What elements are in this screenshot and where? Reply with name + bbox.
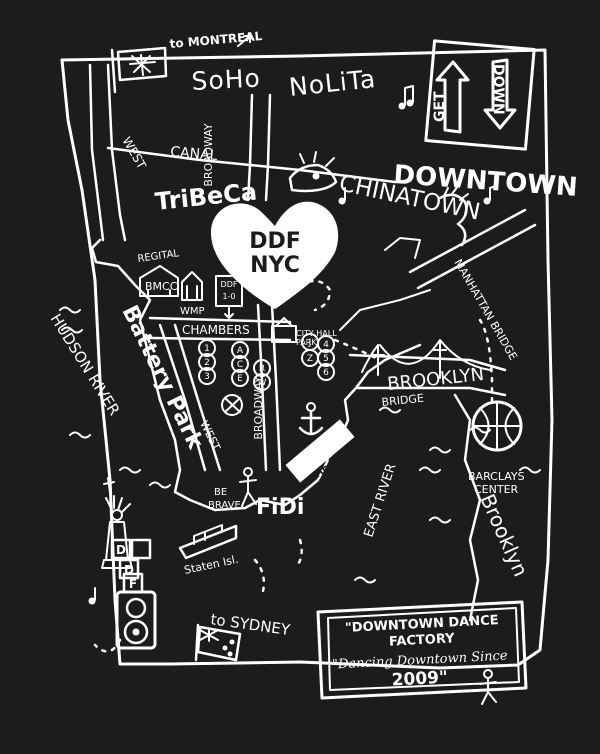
flag-icon: [110, 46, 168, 94]
tree-icon: [221, 394, 243, 416]
seaport-sign: [285, 419, 355, 483]
arrow-icon: [237, 35, 251, 47]
subway-a: A: [237, 346, 244, 356]
city-hall-label-2: PARK: [296, 338, 317, 347]
regital-label: REGITAL: [137, 248, 180, 265]
subway-roundels: [198, 333, 335, 391]
ddf-block-d1: D: [116, 543, 126, 557]
get-label: GET: [432, 91, 448, 122]
subway-2: 2: [204, 358, 210, 368]
manhattan-bridge: [408, 208, 537, 290]
subway-z: Z: [307, 354, 313, 364]
dotted-route: [93, 279, 494, 653]
west-street-lower: [158, 323, 222, 472]
subway-3: 3: [204, 372, 210, 382]
subway-j: J: [308, 338, 312, 348]
basketball-icon: [471, 400, 523, 452]
plaque-line4: 2009": [391, 668, 448, 691]
manhattan-bridge-label: MANHATTAN BRIDGE: [451, 257, 519, 362]
music-note-icon: [88, 85, 497, 605]
subway-e: E: [237, 374, 243, 384]
subway-4: 4: [323, 340, 329, 350]
brave-label: BRAVE: [208, 500, 241, 511]
bridge-label: BRIDGE: [381, 392, 425, 409]
hudson-river-label: HUDSON RIVER: [47, 311, 124, 419]
soho-label: SoHo: [191, 63, 262, 96]
heart-icon: [210, 201, 339, 309]
brooklyn-waves: [419, 446, 541, 474]
heart-line2: NYC: [250, 253, 300, 278]
to-montreal-label: to MONTREAL: [169, 29, 263, 51]
wmp-building-icon: [181, 271, 203, 301]
ddf-block-f: F: [129, 577, 137, 591]
nolita-label: NoLiTa: [288, 64, 378, 102]
barclays-label-2: CENTER: [474, 483, 519, 496]
subway-w: W: [258, 378, 267, 388]
ddf-blocks: [110, 538, 152, 594]
brooklyn-label: BROOKLYN: [386, 364, 485, 395]
west-highway: [88, 63, 127, 242]
east-blocks: [339, 237, 431, 331]
chambers-label: CHAMBERS: [182, 323, 250, 337]
heart-line1: DDF: [249, 229, 301, 254]
city-hall-label: CITY HALL: [296, 329, 337, 338]
broadway-label-lower: BROADWAY: [252, 376, 265, 440]
broadway-label-top: BROADWAY: [202, 123, 215, 187]
australia-flag-icon: [194, 623, 242, 662]
fidi-label: FiDi: [256, 495, 304, 520]
subway-r: R: [259, 364, 265, 374]
anchor-icon: [298, 402, 324, 436]
subway-6: 6: [323, 368, 329, 378]
ddf-box-number: 1-0: [222, 292, 235, 301]
brooklyn-bridge-cables: [361, 339, 491, 379]
ddf-block-d2: D: [124, 563, 134, 577]
chambers-street: [148, 316, 292, 342]
subway-1: 1: [204, 344, 210, 354]
subway-5: 5: [323, 354, 329, 364]
be-label: BE: [214, 487, 227, 498]
dragon-icon: [288, 151, 469, 247]
plaque-line2: FACTORY: [389, 631, 456, 649]
plaque-frame: [316, 600, 528, 700]
dancer-icon: [239, 467, 257, 507]
brooklyn-shore: [453, 393, 482, 622]
dancer-small-icon: [479, 669, 497, 705]
bmcc-label: BMCC: [145, 280, 178, 293]
ddf-building-icon: [215, 275, 243, 319]
regital-building-icon: [139, 265, 179, 297]
brooklyn-borough-label: Brooklyn: [475, 490, 533, 580]
broadway-street: [246, 93, 282, 472]
barclays-label: BARCLAYS: [468, 470, 525, 483]
east-river-label: EAST RIVER: [362, 462, 400, 539]
to-sydney-label: to SYDNEY: [209, 610, 291, 639]
ddf-box-label: DDF: [221, 280, 238, 289]
wmp-label: WMP: [180, 306, 205, 317]
get-down-sign-icon: [424, 39, 536, 151]
subway-c: C: [237, 360, 243, 370]
down-label: DOWN: [490, 64, 506, 115]
hudson-waves: [59, 306, 171, 489]
east-river-waves: [354, 406, 491, 584]
canal-label: CANAL: [170, 144, 219, 164]
city-hall-icon: [271, 317, 297, 343]
map-border: [60, 48, 554, 670]
ferry-icon: [178, 524, 238, 560]
speaker-icon: [115, 590, 157, 650]
